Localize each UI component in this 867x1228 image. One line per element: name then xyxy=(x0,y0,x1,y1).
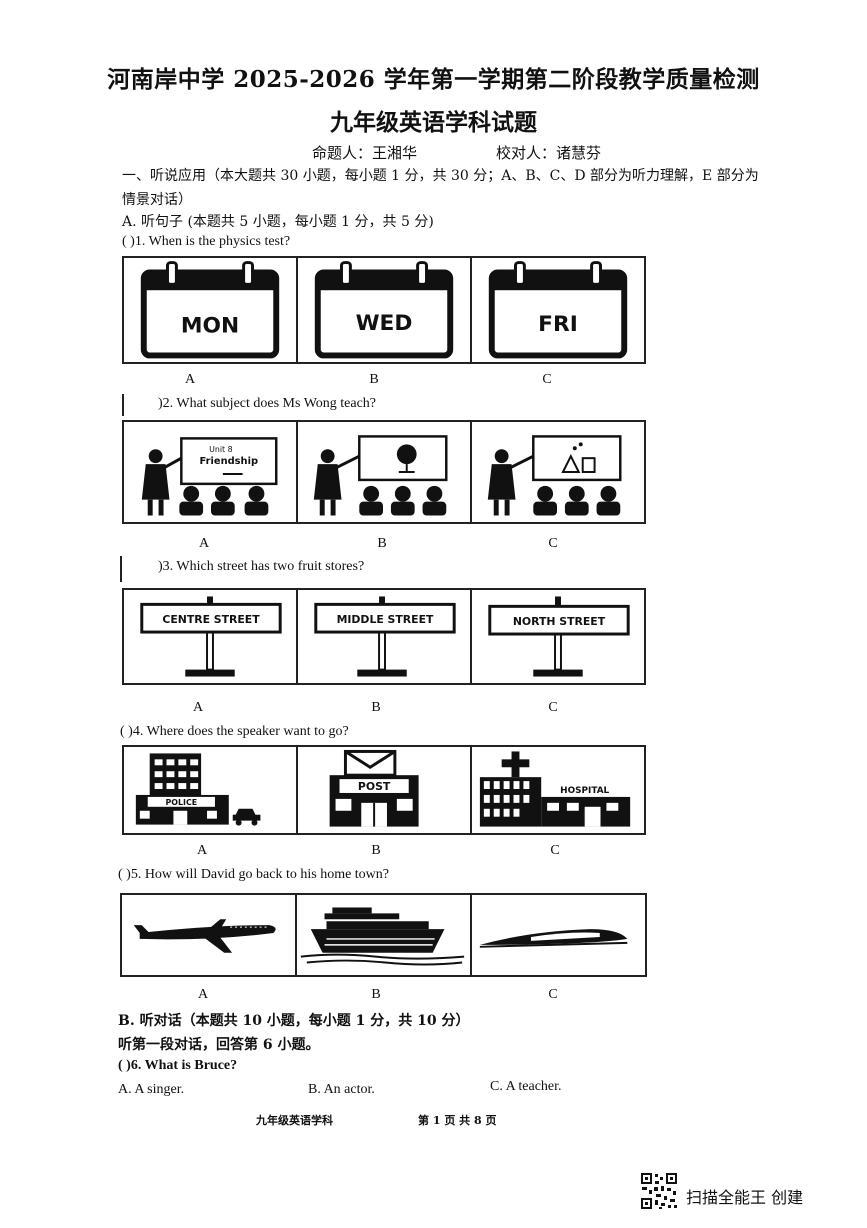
section-heading-line2: 情景对话） xyxy=(122,192,192,208)
scanner-watermark: 扫描全能王 创建 xyxy=(686,1188,804,1207)
sign-label: NORTH STREET xyxy=(513,615,606,628)
author-label: 命题人：王湘华 xyxy=(312,144,418,162)
answer-bracket-mark xyxy=(122,394,124,416)
footer-subject: 九年级英语学科 xyxy=(256,1114,333,1127)
qr-code-icon xyxy=(640,1172,678,1210)
post-office-image: POST xyxy=(298,747,472,833)
answer-bracket-mark xyxy=(120,556,122,582)
hospital-image: HOSPITAL xyxy=(472,747,644,833)
option-c-label: C xyxy=(542,372,552,387)
option-a-label: A xyxy=(192,700,204,715)
section-heading-line1: 一、听说应用（本大题共 30 小题，每小题 1 分，共 30 分；A、B、C、D… xyxy=(122,168,759,184)
exam-subtitle: 九年级英语学科试题 xyxy=(330,109,537,136)
calendar-label: MON xyxy=(181,314,239,339)
option-b-label: B xyxy=(369,372,379,387)
question-6: ( )6. What is Bruce? xyxy=(118,1058,238,1073)
teacher-chemistry-image xyxy=(472,422,644,522)
teacher-english-image: Unit 8 Friendship xyxy=(124,422,298,522)
option-c-label: C xyxy=(548,536,558,551)
high-speed-train-image xyxy=(472,895,645,975)
question-6-option-b: B. An actor. xyxy=(308,1082,375,1097)
exam-title: 河南岸中学 2025-2026 学年第一学期第二阶段教学质量检测 xyxy=(107,66,760,93)
option-b-label: B xyxy=(371,700,381,715)
option-a-label: A xyxy=(198,536,210,551)
option-c-label: C xyxy=(548,987,558,1002)
question-2: )2. What subject does Ms Wong teach? xyxy=(158,396,377,411)
sign-label: CENTRE STREET xyxy=(162,613,260,626)
question-1: ( )1. When is the physics test? xyxy=(122,234,291,249)
middle-street-sign-image: MIDDLE STREET xyxy=(298,590,472,683)
police-station-image: POLICE xyxy=(124,747,298,833)
ship-image xyxy=(297,895,472,975)
sign-label: MIDDLE STREET xyxy=(337,613,434,626)
airplane-image xyxy=(122,895,297,975)
building-label: HOSPITAL xyxy=(560,786,609,796)
question-4: ( )4. Where does the speaker want to go? xyxy=(120,724,349,739)
teacher-geography-image xyxy=(298,422,472,522)
question-5-images xyxy=(120,893,647,977)
centre-street-sign-image: CENTRE STREET xyxy=(124,590,298,683)
footer-page-number: 第 1 页 共 8 页 xyxy=(418,1114,497,1127)
option-a-label: A xyxy=(196,843,208,858)
question-4-images: POLICE POST HOSPITAL xyxy=(122,745,646,835)
reviewer-label: 校对人：诸慧芬 xyxy=(496,144,602,162)
part-b-instruction: 听第一段对话，回答第 6 小题。 xyxy=(118,1037,320,1053)
question-6-option-a: A. A singer. xyxy=(118,1082,185,1097)
calendar-label: FRI xyxy=(538,312,578,337)
calendar-fri-image: FRI xyxy=(472,258,644,362)
building-label: POLICE xyxy=(166,798,198,807)
option-b-label: B xyxy=(371,843,381,858)
calendar-wed-image: WED xyxy=(298,258,472,362)
calendar-mon-image: MON xyxy=(124,258,298,362)
question-3: )3. Which street has two fruit stores? xyxy=(158,559,365,574)
option-a-label: A xyxy=(184,372,196,387)
option-c-label: C xyxy=(550,843,560,858)
question-2-images: Unit 8 Friendship xyxy=(122,420,646,524)
question-3-images: CENTRE STREET MIDDLE STREET NORTH STREET xyxy=(122,588,646,685)
option-b-label: B xyxy=(371,987,381,1002)
board-text-line1: Unit 8 xyxy=(209,445,233,454)
option-c-label: C xyxy=(548,700,558,715)
part-a-heading: A. 听句子 (本题共 5 小题，每小题 1 分，共 5 分) xyxy=(122,214,434,230)
option-b-label: B xyxy=(377,536,387,551)
part-b-heading: B. 听对话（本题共 10 小题，每小题 1 分，共 10 分） xyxy=(118,1013,470,1029)
board-text-line2: Friendship xyxy=(200,456,259,467)
building-label: POST xyxy=(358,780,391,793)
question-6-option-c: C. A teacher. xyxy=(490,1079,562,1094)
question-1-images: MON WED FRI xyxy=(122,256,646,364)
north-street-sign-image: NORTH STREET xyxy=(472,590,644,683)
option-a-label: A xyxy=(197,987,209,1002)
calendar-label: WED xyxy=(356,311,413,336)
question-5: ( )5. How will David go back to his home… xyxy=(118,867,390,882)
